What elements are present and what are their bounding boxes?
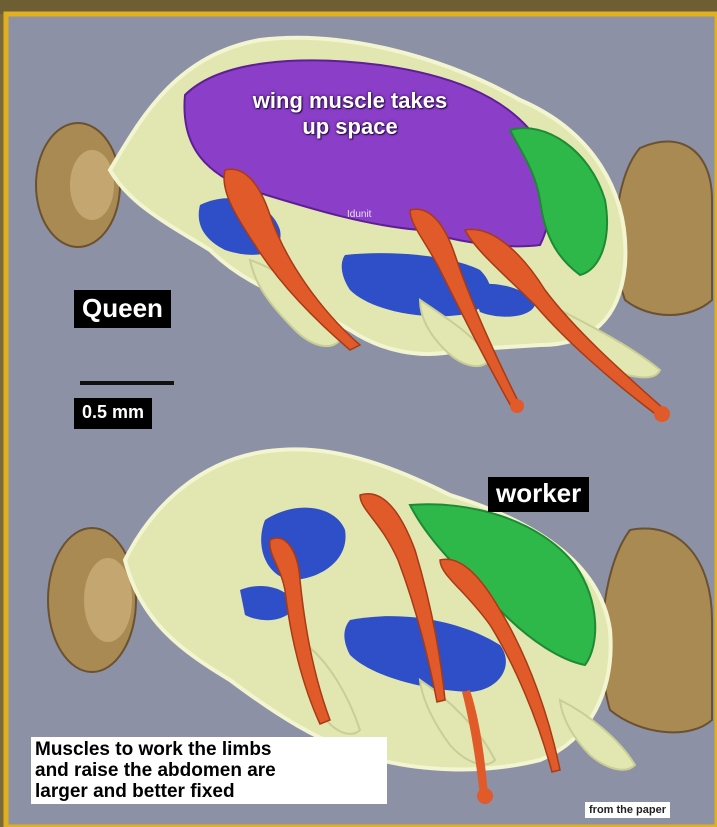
- caption-line3: larger and better fixed: [35, 781, 383, 802]
- source-credit: from the paper: [585, 802, 670, 818]
- scale-bar: [80, 381, 174, 385]
- worker-abdomen: [602, 528, 712, 732]
- queen-abdomen: [616, 141, 712, 315]
- small-tag: Idunit: [347, 209, 371, 220]
- wing-callout-line1: wing muscle takes: [205, 88, 495, 114]
- scale-label: 0.5 mm: [74, 398, 152, 429]
- caption-line1: Muscles to work the limbs: [35, 739, 383, 760]
- wing-callout-line2: up space: [205, 114, 495, 140]
- queen-label: Queen: [74, 290, 171, 328]
- wing-muscle-callout: wing muscle takes up space: [205, 88, 495, 140]
- worker-label: worker: [488, 477, 589, 512]
- caption-line2: and raise the abdomen are: [35, 760, 383, 781]
- caption: Muscles to work the limbs and raise the …: [31, 737, 387, 804]
